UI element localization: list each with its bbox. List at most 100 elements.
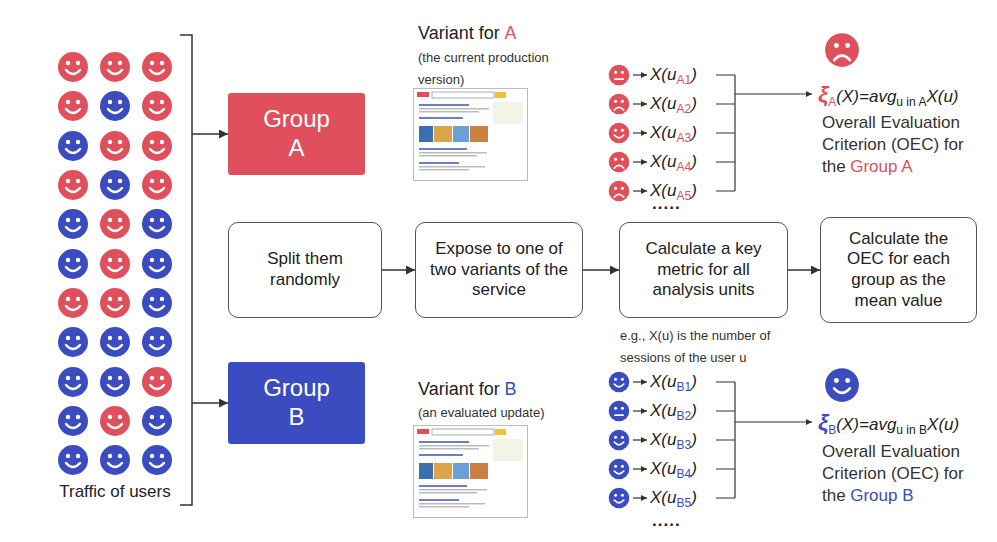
variant-note: (the current production version) <box>418 46 558 90</box>
metric-arrow <box>633 103 647 104</box>
label-text: ..... <box>652 194 681 213</box>
label-text: A <box>505 22 517 44</box>
process-box: Split them randomly <box>228 222 382 318</box>
process-box: Expose to one of two variants of the ser… <box>415 222 583 318</box>
label-text: B1 <box>676 380 691 394</box>
metric-label: X(uA3) <box>650 122 697 149</box>
metric-label: X(uA4) <box>650 151 697 178</box>
metric-arrow <box>633 410 647 411</box>
label-text: ) <box>691 65 697 84</box>
variant-heading: Variant forB <box>418 378 517 401</box>
metric-arrow <box>633 161 647 162</box>
label-text: ) <box>691 488 697 507</box>
screenshot <box>414 426 528 518</box>
metric-label: X(uA1) <box>650 64 697 91</box>
oec-caption: Overall Evaluation Criterion (OEC) for t… <box>822 112 982 178</box>
user-face <box>100 406 130 436</box>
user-grid <box>58 52 172 475</box>
user-face <box>100 52 130 82</box>
user-face <box>58 249 88 279</box>
screenshot <box>414 89 528 181</box>
metric-note: e.g., X(u) is the number of sessions of … <box>620 324 792 368</box>
label-text: ) <box>691 459 697 478</box>
flow-arrow <box>382 269 415 271</box>
node-text: Calculate the OEC for each group as the … <box>829 229 968 312</box>
oec-formula: ξB(X)=avgu in BX(u) <box>818 411 959 441</box>
user-face <box>142 445 172 475</box>
metric-arrow <box>633 190 647 191</box>
user-face <box>58 327 88 357</box>
label-text: u in A <box>896 95 926 109</box>
label-text: A1 <box>676 73 691 87</box>
user-face <box>142 367 172 397</box>
user-face <box>609 94 630 115</box>
user-face <box>609 181 630 202</box>
user-face <box>609 488 630 509</box>
label-text: X(u <box>650 488 676 507</box>
user-face <box>609 401 630 422</box>
faces-b <box>609 368 859 508</box>
label-text: ) <box>691 372 697 391</box>
traffic-panel: Traffic of users <box>38 30 192 508</box>
label-text: Group A <box>850 156 912 177</box>
node-text: Traffic of users <box>59 482 170 502</box>
user-face <box>100 209 130 239</box>
aggregate-arrow <box>735 421 812 422</box>
metric-arrow <box>633 497 647 498</box>
label-text: ) <box>691 181 697 200</box>
label-text: (X)=avg <box>836 415 896 434</box>
user-face <box>100 445 130 475</box>
aggregate-bracket <box>716 75 735 191</box>
label-text: ) <box>691 94 697 113</box>
label-text: B2 <box>676 409 691 423</box>
label-text: A <box>828 95 836 109</box>
process-box: Calculate the OEC for each group as the … <box>820 217 977 324</box>
label-text: ) <box>691 430 697 449</box>
node-text: Expose to one of two variants of the ser… <box>424 239 574 301</box>
metric-label: X(uA2) <box>650 93 697 120</box>
result-face <box>825 33 859 67</box>
label-text: X(u <box>650 401 676 420</box>
node-text: Group A <box>257 105 337 163</box>
label-text: X(u) <box>927 415 959 434</box>
flow-arrow <box>583 269 619 271</box>
user-face <box>58 367 88 397</box>
label-text: Variant for <box>418 379 500 399</box>
user-face <box>142 288 172 318</box>
aggregate-arrow <box>735 93 812 94</box>
user-face <box>609 459 630 480</box>
metric-arrow <box>633 381 647 382</box>
user-face <box>609 152 630 173</box>
label-text: B4 <box>676 467 691 481</box>
process-box: Calculate a key metric for all analysis … <box>619 222 788 318</box>
label-text: X(u <box>650 152 676 171</box>
user-face <box>100 367 130 397</box>
node-text: Group B <box>257 374 337 432</box>
user-face <box>100 170 130 200</box>
ellipsis: ..... <box>652 193 681 215</box>
metric-label: X(uB4) <box>650 458 697 485</box>
user-face <box>100 288 130 318</box>
label-text: u in B <box>896 423 927 437</box>
node-text: Calculate a key metric for all analysis … <box>628 239 779 301</box>
user-face <box>58 406 88 436</box>
flow-arrow <box>192 402 228 404</box>
label-text: ) <box>691 152 697 171</box>
user-face <box>58 131 88 161</box>
label-text: X(u <box>650 94 676 113</box>
label-text: A2 <box>676 102 691 116</box>
oec-caption: Overall Evaluation Criterion (OEC) for t… <box>822 441 982 507</box>
user-face <box>142 249 172 279</box>
label-text: ..... <box>652 511 681 530</box>
user-face <box>100 327 130 357</box>
node-text: Split them randomly <box>237 249 373 290</box>
user-face <box>609 372 630 393</box>
label-text: X(u <box>650 459 676 478</box>
user-face <box>142 406 172 436</box>
user-face <box>142 91 172 121</box>
label-text: B <box>505 378 517 400</box>
user-face <box>100 91 130 121</box>
label-text: B5 <box>676 496 691 510</box>
user-face <box>100 131 130 161</box>
